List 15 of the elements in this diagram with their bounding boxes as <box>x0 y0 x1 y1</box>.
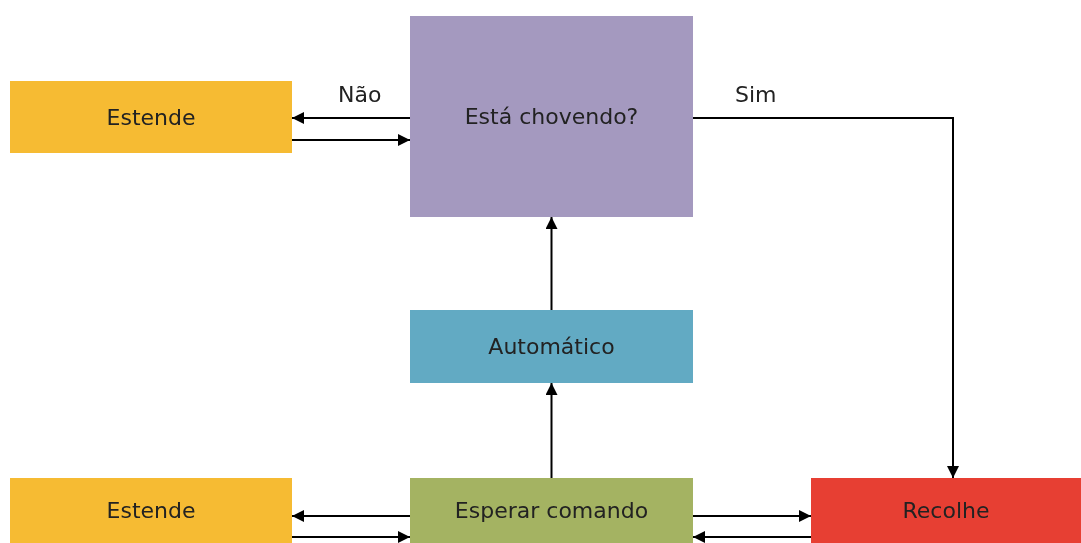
arrow <box>545 382 558 479</box>
decision-box: Está chovendo? <box>410 16 693 217</box>
arrow <box>545 216 558 311</box>
process-box: Estende <box>10 81 292 153</box>
arrow <box>291 112 411 124</box>
process-box: Estende <box>10 478 292 543</box>
arrow <box>291 531 411 543</box>
arrow <box>692 117 959 479</box>
process-box: Automático <box>410 310 693 383</box>
process-box: Recolhe <box>811 478 1081 543</box>
arrow <box>291 134 411 146</box>
arrow <box>692 510 812 522</box>
process-box: Esperar comando <box>410 478 693 543</box>
arrow <box>692 531 812 543</box>
arrow <box>291 510 411 522</box>
